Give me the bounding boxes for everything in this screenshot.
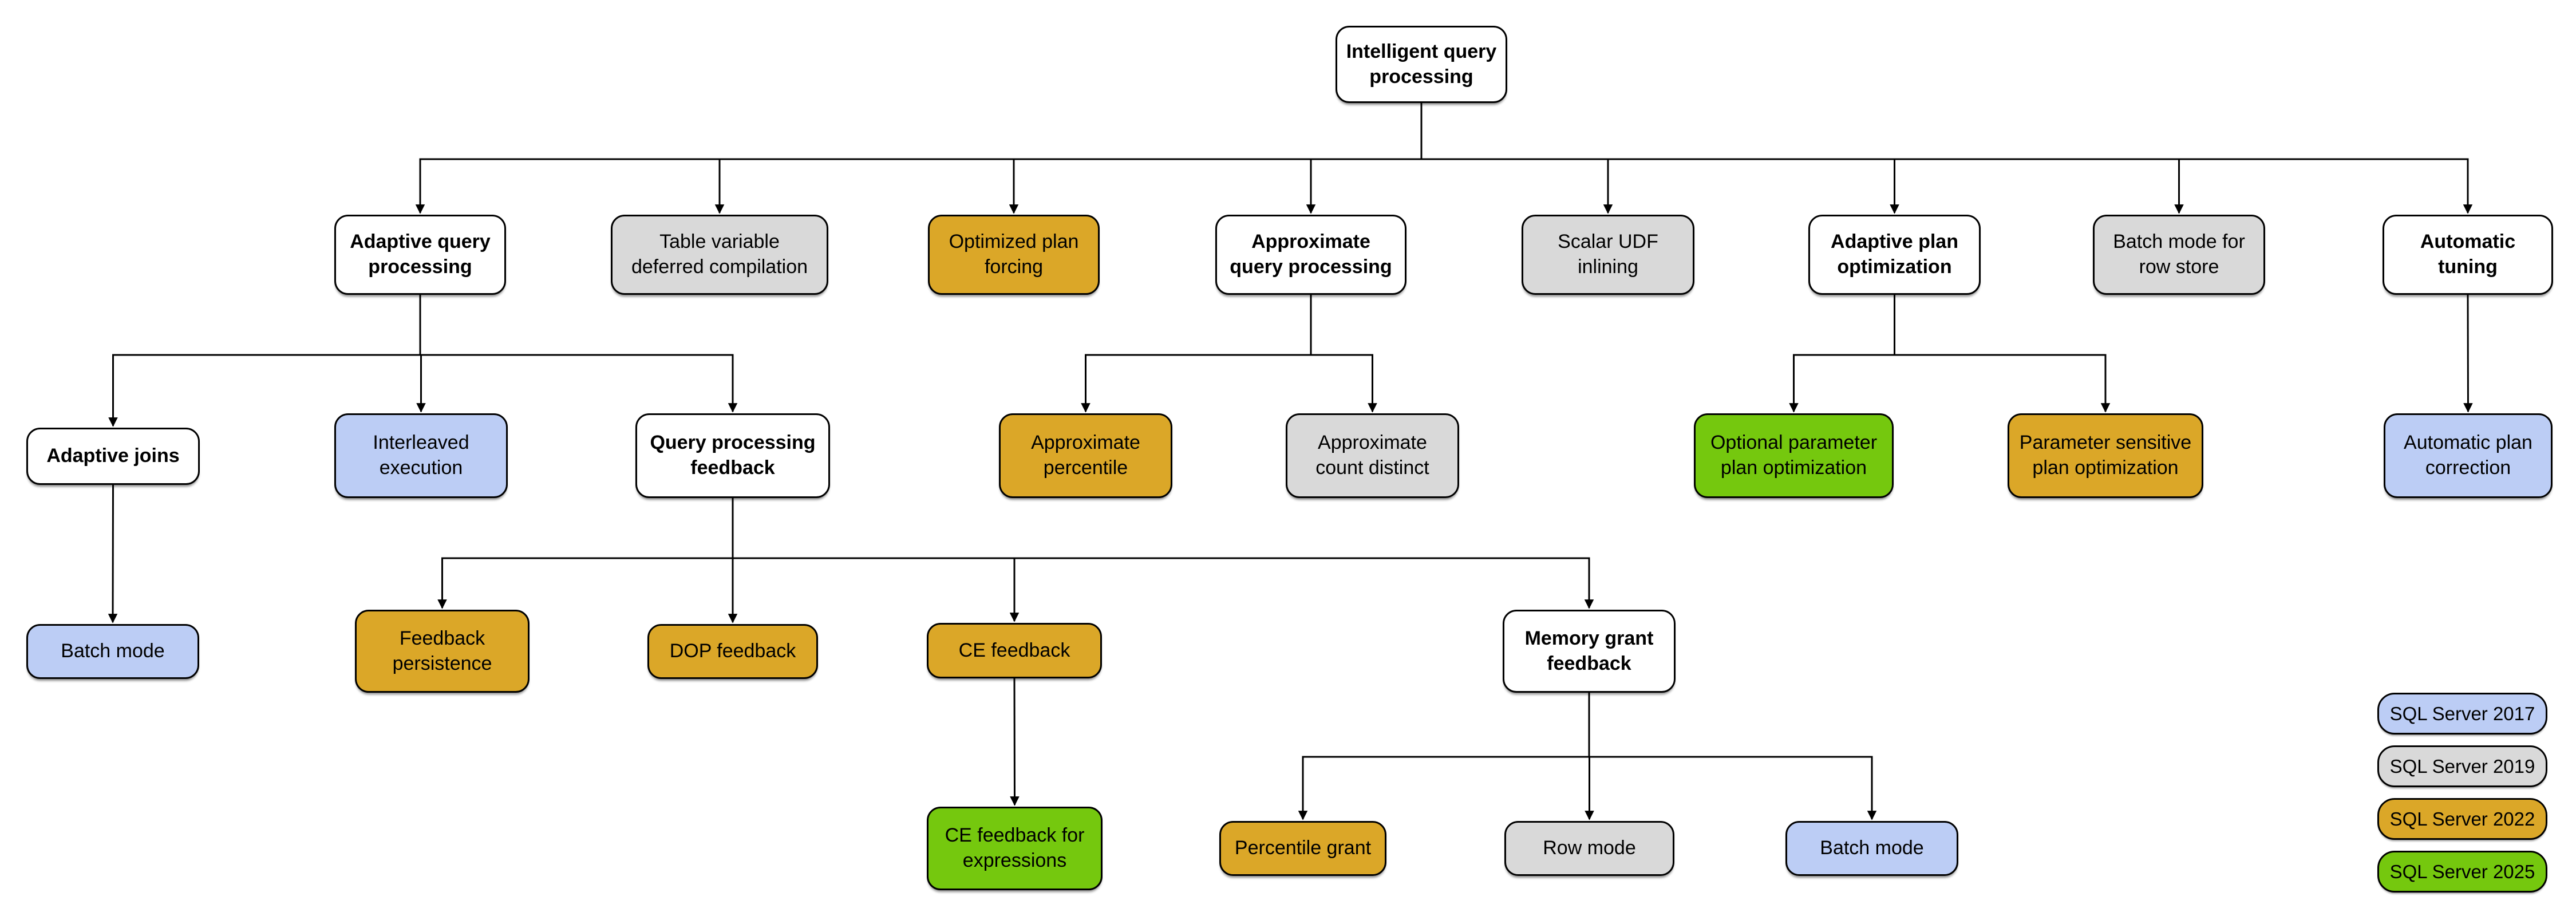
edge-group-aqp [108, 295, 738, 427]
node-bmrs: Batch mode for row store [2093, 215, 2265, 295]
node-aj: Adaptive joins [26, 428, 200, 485]
edge-group-apo [1789, 295, 2111, 413]
legend-item-sql-server-2025: SQL Server 2025 [2377, 851, 2547, 893]
node-cef: CE feedback [927, 623, 1102, 678]
node-apc: Automatic plan correction [2384, 413, 2553, 498]
node-rm: Row mode [1504, 821, 1674, 876]
node-qpf: Query processing feedback [635, 413, 830, 498]
node-ie: Interleaved execution [334, 413, 508, 498]
node-root: Intelligent query processing [1336, 26, 1507, 103]
node-bml: Batch mode [26, 624, 199, 679]
node-sudf: Scalar UDF inlining [1522, 215, 1694, 295]
legend-item-sql-server-2022: SQL Server 2022 [2377, 798, 2547, 840]
node-pspo: Parameter sensitive plan optimization [2008, 413, 2203, 498]
node-aqp: Adaptive query processing [334, 215, 506, 295]
node-dop: DOP feedback [647, 624, 818, 679]
node-axqp: Approximate query processing [1215, 215, 1406, 295]
legend-item-sql-server-2017: SQL Server 2017 [2377, 693, 2547, 735]
node-oppo: Optional parameter plan optimization [1694, 413, 1894, 498]
node-cefe: CE feedback for expressions [927, 807, 1103, 890]
node-mgf: Memory grant feedback [1503, 610, 1676, 693]
edge-group-cef [1010, 678, 1020, 806]
edge-layer [108, 103, 2473, 820]
edge-group-qpf [437, 498, 1594, 623]
node-fp: Feedback persistence [355, 610, 530, 693]
node-bmr: Batch mode [1785, 821, 1958, 876]
legend-item-sql-server-2019: SQL Server 2019 [2377, 745, 2547, 787]
node-tvdc: Table variable deferred compilation [611, 215, 828, 295]
edge-group-axqp [1081, 295, 1377, 413]
node-ap: Approximate percentile [999, 413, 1172, 498]
node-at: Automatic tuning [2383, 215, 2553, 295]
node-acd: Approximate count distinct [1286, 413, 1459, 498]
node-apo: Adaptive plan optimization [1808, 215, 1981, 295]
node-pg: Percentile grant [1219, 821, 1386, 876]
node-opf: Optimized plan forcing [928, 215, 1100, 295]
edge-group-root [415, 103, 2473, 214]
edge-group-mgf [1298, 693, 1877, 820]
